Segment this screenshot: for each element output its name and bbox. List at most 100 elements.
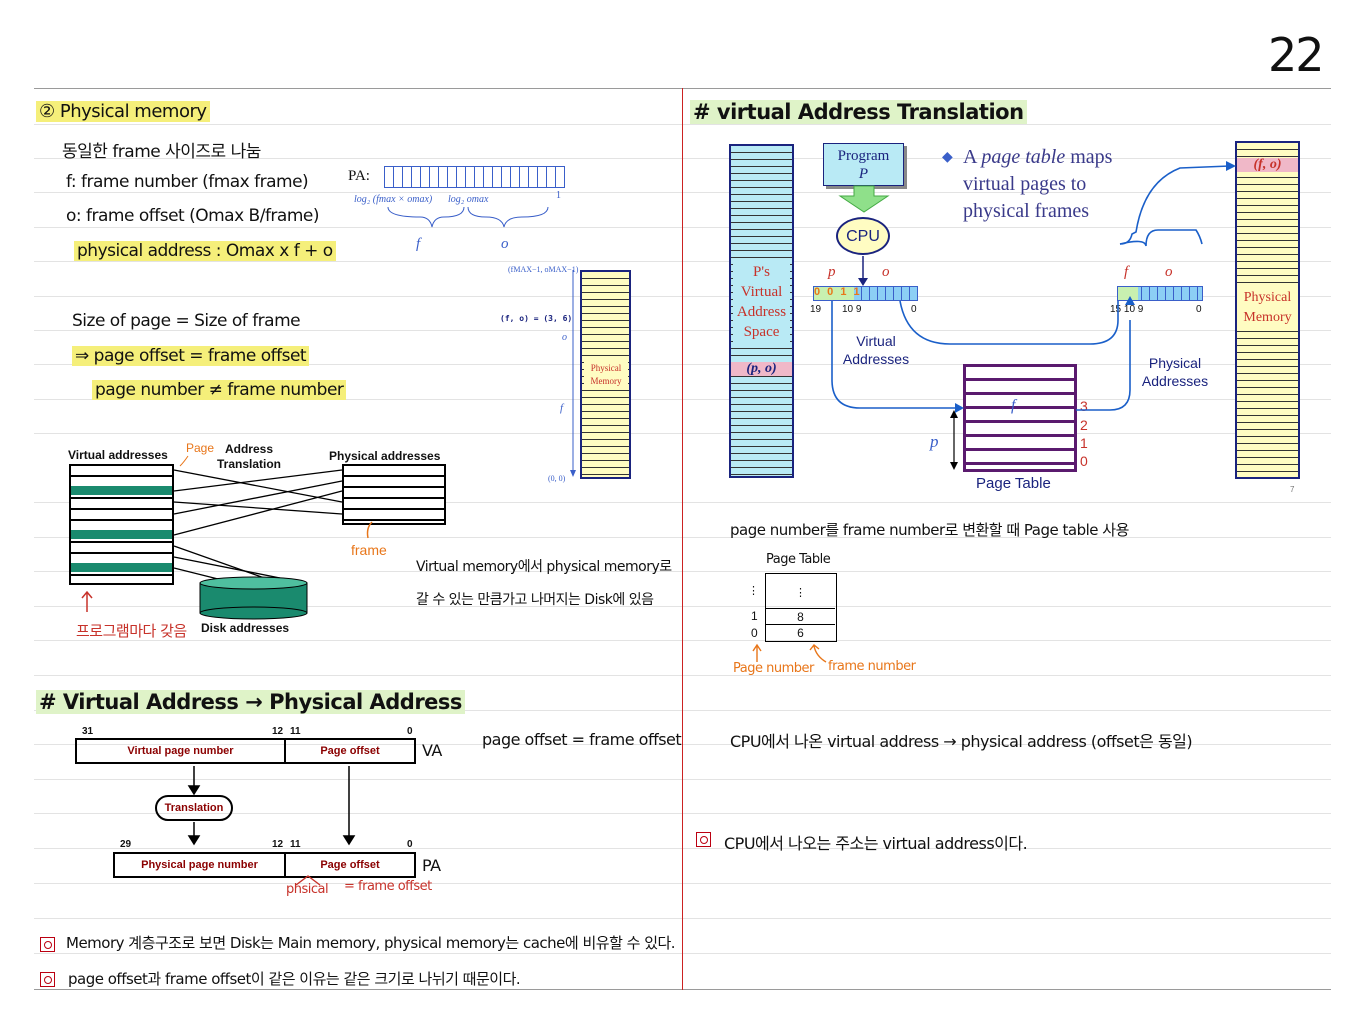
virtual-addresses-label: Virtual Addresses xyxy=(842,333,910,367)
section-physical-memory-title: ② Physical memory xyxy=(36,101,210,122)
pa-o-label: o xyxy=(501,236,509,252)
small-page-table: ⋮ 8 6 xyxy=(765,573,837,642)
translation-flow-arrows xyxy=(831,161,1236,413)
va-tag: VA xyxy=(422,741,442,760)
va-physical-label: Physical addresses xyxy=(329,449,441,463)
program-box: Program P xyxy=(823,143,904,186)
column-divider xyxy=(682,88,683,990)
bullet-icon: ◆ xyxy=(942,148,953,164)
pa-f-label: f xyxy=(416,236,421,252)
page-table-index: 3 xyxy=(1080,398,1088,414)
page-number-label: Page number xyxy=(733,661,814,676)
bit-label: 0 xyxy=(407,839,413,850)
text-line: f: frame number (fmax frame) xyxy=(66,172,309,192)
pm-axis xyxy=(570,270,576,477)
per-program-note: 프로그램마다 갖음 xyxy=(76,622,187,640)
pa-bit-field xyxy=(384,166,565,188)
small-pt-cell: 8 xyxy=(797,610,804,624)
page-table-usage-note: page number를 frame number로 변환할 때 Page ta… xyxy=(730,521,1129,539)
page-table-range-arrow xyxy=(950,410,958,470)
bit-label: 0 xyxy=(407,726,413,737)
table-divider xyxy=(766,608,835,609)
pa-label: PA: xyxy=(348,168,370,184)
translation-node: Translation xyxy=(155,795,233,821)
resident-page xyxy=(71,530,172,539)
page-table-index: 0 xyxy=(1080,453,1088,469)
memory-hierarchy-note: Memory 계층구조로 보면 Disk는 Main memory, physi… xyxy=(66,934,676,952)
small-pt-cell: 6 xyxy=(797,626,804,640)
disk-label: Disk addresses xyxy=(201,621,290,635)
cpu-node: CPU xyxy=(836,217,890,255)
text-line-highlight: page number ≠ frame number xyxy=(92,380,347,400)
bit-label: 31 xyxy=(82,726,94,737)
text-line: o: frame offset (Omax B/frame) xyxy=(66,206,320,226)
page-table-label: Page Table xyxy=(976,475,1051,492)
va-virtual-label: Virtual addresses xyxy=(68,448,168,462)
frame-pointer xyxy=(366,521,373,539)
cpu-down-arrow xyxy=(858,256,868,286)
page-table-index: 1 xyxy=(1080,435,1088,451)
va-register-fill xyxy=(814,287,854,300)
virtual-memory-note: 갈 수 있는 만큼가고 나머지는 Disk에 있음 xyxy=(416,592,654,608)
virtual-memory-note: Virtual memory에서 physical memory로 xyxy=(416,559,672,575)
offset-reason-note: page offset과 frame offset이 같은 이유는 같은 크기로… xyxy=(68,970,521,988)
physical-addresses-label: Physical Addresses xyxy=(1141,355,1209,389)
resident-page xyxy=(71,563,172,572)
bit-label: 11 xyxy=(290,726,301,737)
pm-o-label: o xyxy=(562,332,567,343)
page-offset-label: Page offset xyxy=(320,859,380,871)
va-translation-label: Address Translation xyxy=(216,442,281,471)
field-divider xyxy=(284,854,286,876)
offset-equality-note: page offset = frame offset xyxy=(482,730,682,749)
pa-mid-formula: log₂ omax xyxy=(448,194,489,205)
bit-label: 12 xyxy=(272,726,284,737)
page-table-index: 2 xyxy=(1080,417,1088,433)
va-field: Virtual page number Page offset xyxy=(75,738,416,764)
po-highlight xyxy=(731,362,792,376)
va-register-bits: 0 0 1 1 xyxy=(814,286,862,298)
bit-label: 29 xyxy=(120,839,132,850)
pa-register xyxy=(1117,286,1203,301)
resident-page xyxy=(71,486,172,495)
ps-virtual-space-label: P's Virtual Address Space xyxy=(733,262,790,342)
pm-top-label: (fMAX−1, oMAX−1) xyxy=(508,265,579,274)
pm-fo-label: (f, o) = (3, 6) xyxy=(500,314,573,323)
section-va-to-pa-title: # Virtual Address → Physical Address xyxy=(36,690,465,714)
text-line-highlight: ⇒ page offset = frame offset xyxy=(72,346,310,366)
pa-right-tick: 1 xyxy=(556,190,561,201)
va-page-label: Page xyxy=(186,441,215,455)
ppn-label: Physical page number xyxy=(141,859,258,871)
small-pt-cell: ⋮ xyxy=(795,587,806,599)
slide-number: 7 xyxy=(1290,485,1295,494)
physical-annotation: phsical xyxy=(286,882,329,897)
disk-cylinder xyxy=(199,575,308,620)
page-offset-label: Page offset xyxy=(320,745,380,757)
program-p-label: P xyxy=(858,166,869,182)
va-bit-label: 10 9 xyxy=(842,304,862,315)
small-pt-arrows xyxy=(752,643,827,663)
bit-label: 11 xyxy=(290,839,301,850)
note-checkbox[interactable] xyxy=(40,937,55,952)
small-pt-index: 1 xyxy=(751,609,758,623)
pa-o-label: o xyxy=(1165,264,1173,280)
small-pt-index: ⋮ xyxy=(748,585,759,597)
program-to-cpu-arrow xyxy=(838,185,890,213)
pa-bit-label: 15 10 9 xyxy=(1110,304,1144,315)
pa-braces xyxy=(387,206,549,228)
note-checkbox[interactable] xyxy=(696,832,711,847)
vpn-label: Virtual page number xyxy=(127,745,234,757)
per-program-arrow xyxy=(81,590,93,612)
note-checkbox[interactable] xyxy=(40,972,55,987)
fo-highlight xyxy=(1237,158,1298,172)
pm-f-label: f xyxy=(560,402,564,414)
frame-number-label: frame number xyxy=(828,659,916,674)
cpu-address-note: CPU에서 나온 virtual address → physical addr… xyxy=(730,732,1193,751)
translation-label: Translation xyxy=(164,802,224,814)
physical-memory-label: Physical Memory xyxy=(1237,288,1298,328)
fo-label: (f, o) xyxy=(1253,157,1282,172)
va-o-label: o xyxy=(882,264,890,280)
field-divider xyxy=(284,740,286,762)
small-pt-index: 0 xyxy=(751,626,758,640)
physical-address-stack xyxy=(342,464,446,525)
va-p-label: p xyxy=(828,264,836,280)
